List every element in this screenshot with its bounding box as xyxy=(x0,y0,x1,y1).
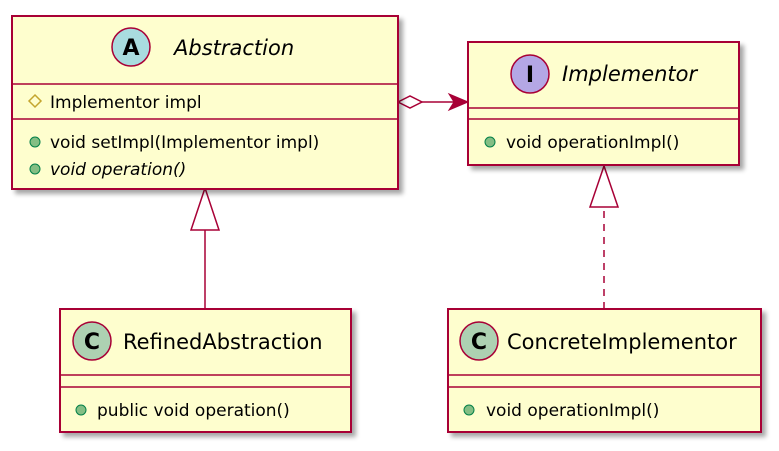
method-setimpl: void setImpl(Implementor impl) xyxy=(50,133,319,153)
class-badge: C xyxy=(459,321,499,361)
public-visibility-icon xyxy=(484,136,496,148)
svg-text:A: A xyxy=(122,36,139,61)
class-name-abstraction: Abstraction xyxy=(172,36,294,60)
field-impl: Implementor impl xyxy=(50,93,202,113)
method-operationimpl-concrete: void operationImpl() xyxy=(486,401,659,421)
class-abstraction[interactable]: A Abstraction Implementor impl void setI… xyxy=(11,15,399,190)
class-concreteimplementor[interactable]: C ConcreteImplementor void operationImpl… xyxy=(447,308,762,433)
class-refinedabstraction[interactable]: C RefinedAbstraction public void operati… xyxy=(59,308,352,433)
method-operationimpl: void operationImpl() xyxy=(506,133,679,153)
svg-text:I: I xyxy=(526,63,534,88)
realization-relation xyxy=(588,163,620,309)
inheritance-triangle xyxy=(189,185,221,231)
aggregation-diamond xyxy=(396,95,424,109)
abstract-class-badge: A xyxy=(111,27,151,67)
public-visibility-icon xyxy=(75,404,87,416)
interface-name-implementor: Implementor xyxy=(562,62,699,86)
interface-badge: I xyxy=(510,54,550,94)
navigation-arrowhead xyxy=(447,92,470,112)
public-visibility-icon xyxy=(29,163,41,175)
method-operation: void operation() xyxy=(50,160,186,180)
realization-triangle xyxy=(588,163,620,208)
class-name-refinedabstraction: RefinedAbstraction xyxy=(123,330,323,354)
public-visibility-icon xyxy=(463,404,475,416)
protected-visibility-icon xyxy=(27,93,43,109)
public-visibility-icon xyxy=(29,136,41,148)
method-operation-refined: public void operation() xyxy=(97,401,290,421)
class-badge: C xyxy=(72,321,112,361)
generalization-relation xyxy=(189,185,221,309)
svg-text:C: C xyxy=(84,330,100,355)
aggregation-relation xyxy=(396,92,470,112)
class-name-concreteimplementor: ConcreteImplementor xyxy=(507,330,737,354)
svg-text:C: C xyxy=(471,330,487,355)
interface-implementor[interactable]: I Implementor void operationImpl() xyxy=(467,41,740,166)
